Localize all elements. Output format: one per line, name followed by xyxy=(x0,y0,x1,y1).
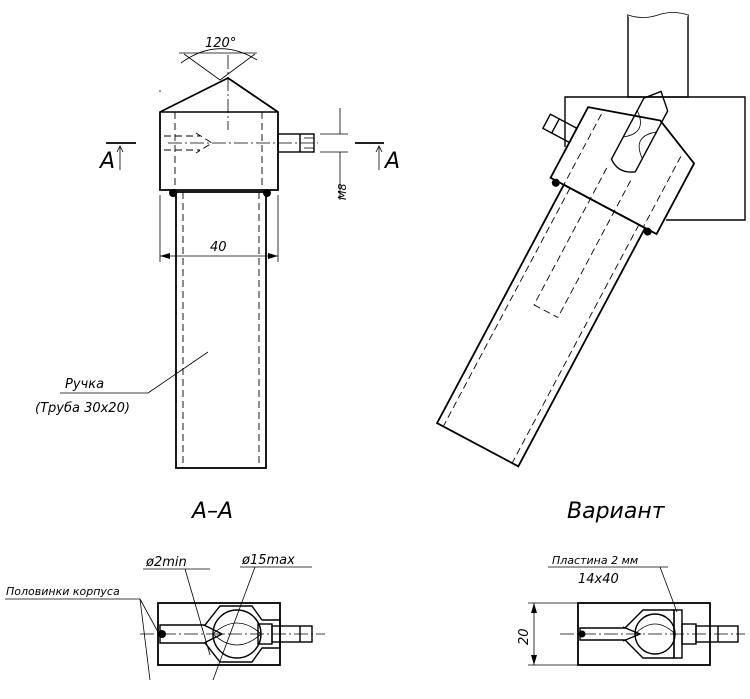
section-marker-left: A xyxy=(98,142,136,174)
max-diameter-label: ø15max xyxy=(241,553,295,568)
width-dimension: 40 xyxy=(159,195,279,262)
grinding-stone xyxy=(627,14,689,98)
weld-right xyxy=(263,189,271,197)
thread-dimension: M8 xyxy=(320,108,349,200)
support-frame xyxy=(564,96,746,221)
variant-view xyxy=(435,12,746,468)
angle-label: 120° xyxy=(205,36,236,51)
weld-left xyxy=(169,189,177,197)
section-marker-right-label: A xyxy=(383,149,400,174)
variant-title: Вариант xyxy=(567,499,666,524)
handle-callout: Ручка (Труба 30x20) xyxy=(35,351,209,416)
section-view: ø2min ø15max Половинки корпуса xyxy=(5,553,325,681)
handle-label-1: Ручка xyxy=(65,377,104,392)
section-title: А–А xyxy=(190,499,233,524)
plate-label-2: 14x40 xyxy=(578,572,619,587)
handle-label-2: (Труба 30x20) xyxy=(35,401,130,416)
plate-label-1: Пластина 2 мм xyxy=(552,554,638,567)
body-halves-label: Половинки корпуса xyxy=(6,585,120,598)
thread-label: M8 xyxy=(336,184,349,201)
variant-section: 20 Пластина 2 мм 14x40 xyxy=(517,554,745,666)
drill-bit xyxy=(610,90,669,173)
section-marker-left-label: A xyxy=(98,149,115,174)
handle-tube xyxy=(175,191,267,469)
section-marker-right: A xyxy=(355,142,400,174)
min-diameter-label: ø2min xyxy=(145,555,187,570)
height-label: 20 xyxy=(517,628,532,645)
front-view: 120° M8 xyxy=(35,36,400,469)
tool-head xyxy=(159,76,318,197)
width-label: 40 xyxy=(210,240,227,255)
angle-dimension: 120° xyxy=(159,36,258,130)
